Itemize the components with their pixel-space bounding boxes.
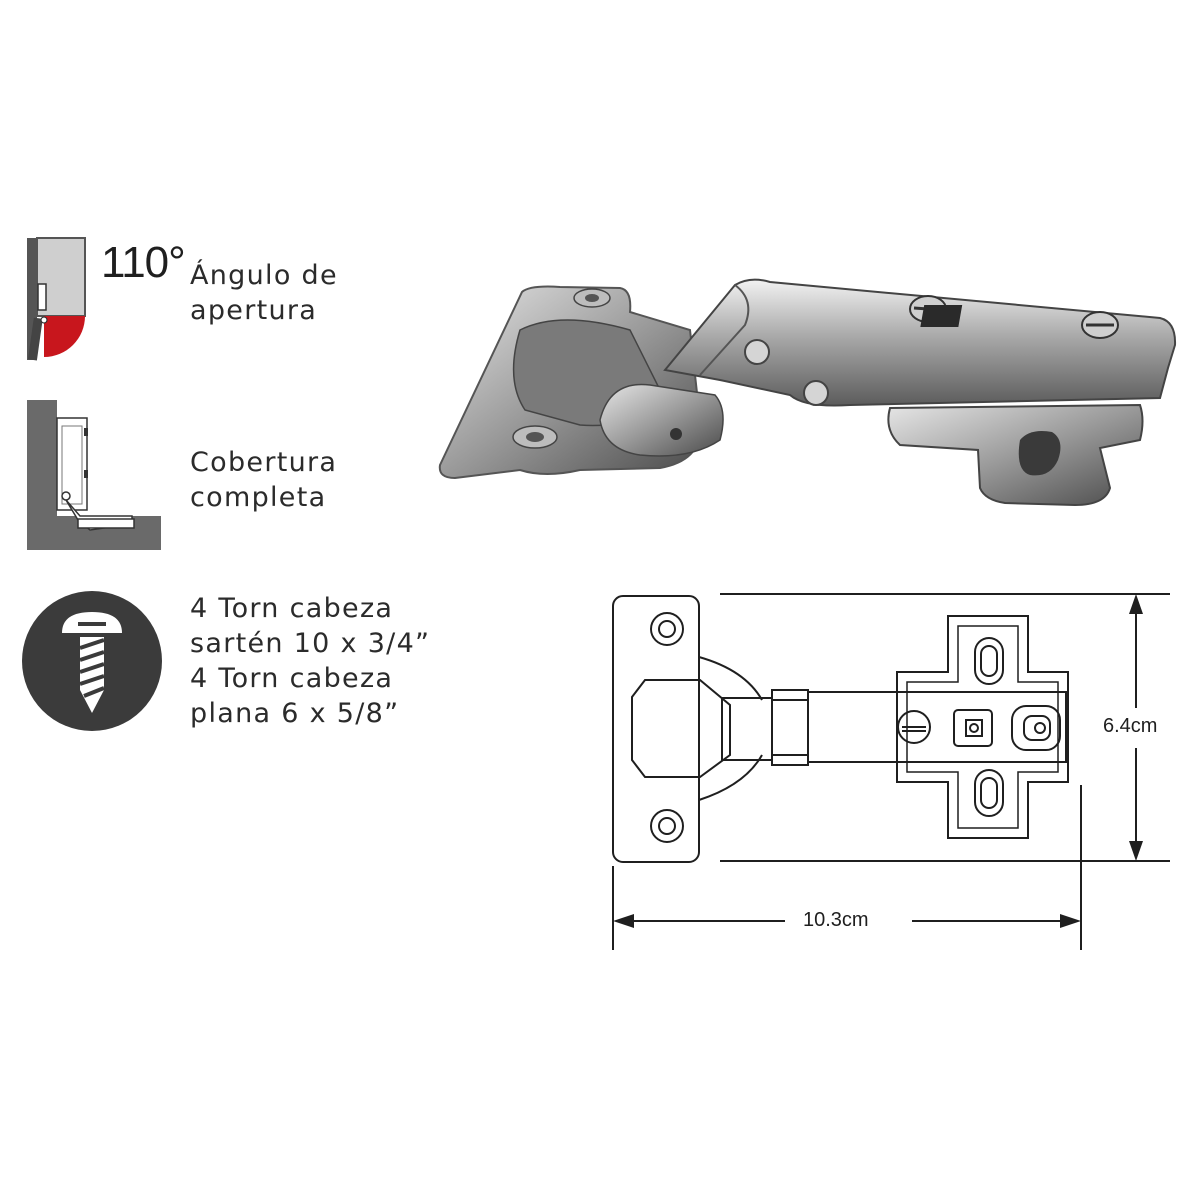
height-dimension-label: 6.4cm [1103,715,1158,738]
opening-angle-label: Ángulo de apertura [190,260,338,326]
width-dimension-label: 10.3cm [803,909,869,932]
screws-label: 4 Torn cabeza sartén 10 x 3/4” 4 Torn ca… [190,593,431,729]
overlay-label: Cobertura completa [190,447,338,513]
opening-angle-value: 110° [101,238,186,287]
